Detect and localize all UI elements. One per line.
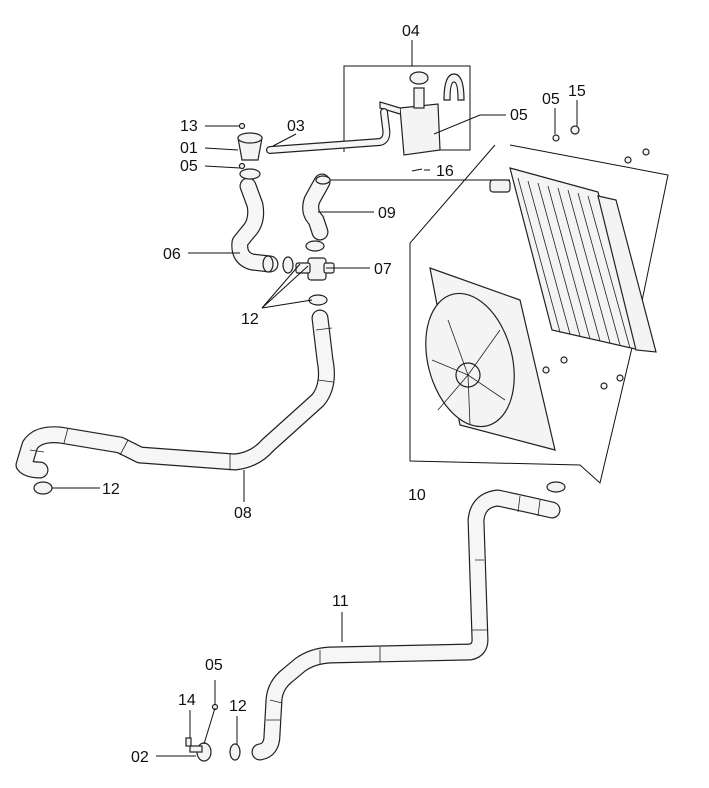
hose-08 [15, 309, 335, 479]
leader-lines [52, 40, 578, 757]
callout-05: 05 [542, 91, 560, 108]
callout-08: 08 [234, 505, 252, 522]
cooling-fan-assembly [425, 267, 556, 451]
callout-05: 05 [180, 158, 198, 175]
radiator [489, 125, 657, 390]
clamp-02 [189, 742, 212, 762]
bolt-16 [411, 168, 423, 172]
reservoir-group-frame [343, 65, 471, 152]
t-connector-07 [295, 257, 335, 281]
callout-12: 12 [229, 698, 247, 715]
clamp-12-bottom [229, 743, 241, 761]
hose-09 [302, 173, 331, 241]
callout-11: 11 [332, 593, 349, 610]
callout-03: 03 [287, 118, 305, 135]
callout-16: 16 [436, 163, 454, 180]
callout-07: 07 [374, 261, 392, 278]
reservoir-04 [379, 71, 465, 156]
callout-12: 12 [241, 311, 259, 328]
hose-11 [251, 489, 561, 761]
hose-03 [266, 108, 391, 154]
hose-06 [231, 177, 279, 273]
callout-12: 12 [102, 481, 120, 498]
filler-neck-01 [237, 122, 263, 180]
radiator-group-frame [409, 144, 669, 484]
clamp-12-upper [282, 240, 328, 306]
callout-15: 15 [568, 83, 586, 100]
callout-09: 09 [378, 205, 396, 222]
callout-06: 06 [163, 246, 181, 263]
callout-13: 13 [180, 118, 198, 135]
callout-04: 04 [402, 23, 420, 40]
callout-01: 01 [180, 140, 198, 157]
callout-10: 10 [408, 487, 426, 504]
clamp-12-right [546, 481, 566, 493]
callout-02: 02 [131, 749, 149, 766]
callout-14: 14 [178, 692, 196, 709]
bolt-14 [185, 737, 192, 747]
callout-05: 05 [510, 107, 528, 124]
clamp-12-left [33, 481, 53, 495]
callout-05: 05 [205, 657, 223, 674]
